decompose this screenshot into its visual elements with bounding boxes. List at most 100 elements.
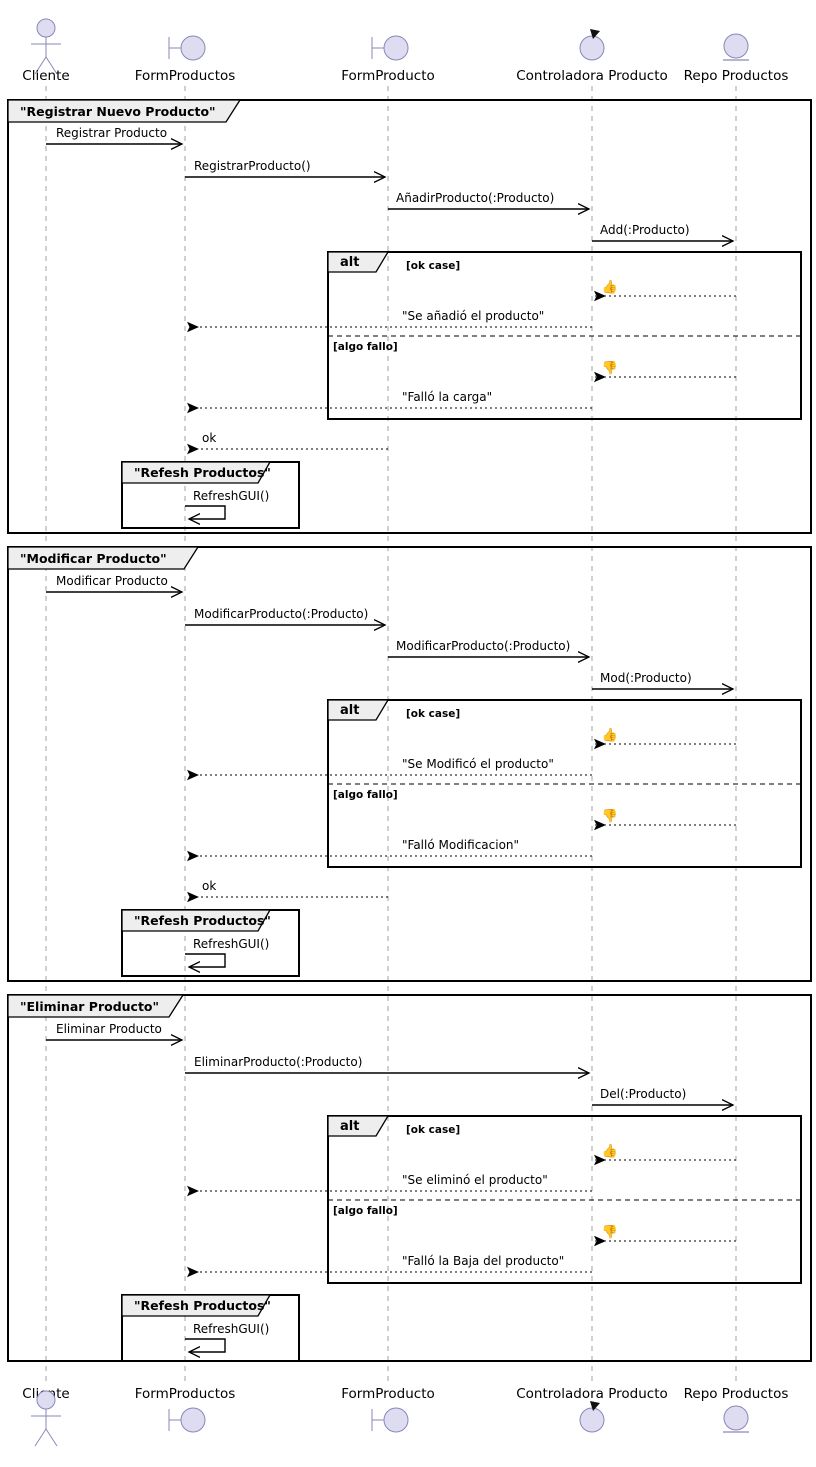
alt-eliminar-guard-0: [ok case] xyxy=(406,1124,460,1136)
participant-formproducto[interactable]: FormProducto xyxy=(341,35,435,84)
alt-registrar: alt [ok case] 👍 "Se añadió el producto" [alg… xyxy=(187,251,802,420)
participant-footer-label-formproductos: FormProductos xyxy=(135,1386,236,1402)
message-label-m20: EliminarProducto(:Producto) xyxy=(194,1055,362,1069)
alt-registrar-guard-0: [ok case] xyxy=(406,260,460,272)
participant-label-repo: Repo Productos xyxy=(684,68,789,84)
alt-registrar-operator-header xyxy=(327,251,390,273)
alt-eliminar-operator: alt xyxy=(340,1119,359,1134)
control-arrow-icon xyxy=(590,1401,600,1411)
message-label-m1: Registrar Producto xyxy=(56,126,167,140)
participants-header: Cliente FormProductos FormProducto Controla… xyxy=(22,18,789,84)
alt-eliminar-guard-1: [algo fallo] xyxy=(333,1205,398,1217)
frame-eliminar-box[interactable] xyxy=(7,994,812,1362)
self-message-label-frame-refresh-2: RefreshGUI() xyxy=(193,937,269,951)
message-label-m4: Add(:Producto) xyxy=(600,223,690,237)
alt-registrar-guard-1: [algo fallo] xyxy=(333,341,398,353)
actor-leg-left-icon xyxy=(34,56,47,75)
actor-leg-left-icon xyxy=(34,1428,47,1447)
boundary-circle-icon xyxy=(383,1407,409,1433)
message-label-m6: "Se añadió el producto" xyxy=(402,309,544,323)
message-label-m12: ModificarProducto(:Producto) xyxy=(396,639,570,653)
alt-modificar: alt [ok case] 👍 "Se Modificó el producto" [a… xyxy=(187,699,802,868)
message-label-m10: Modificar Producto xyxy=(56,574,168,588)
message-label-m25: "Falló la Baja del producto" xyxy=(402,1254,564,1268)
frame-refresh-1-title-header xyxy=(121,461,272,484)
thumbs-down-icon: 👎 xyxy=(602,360,618,376)
participant-label-formproductos: FormProductos xyxy=(135,68,236,84)
participant-controladora[interactable]: Controladora Producto xyxy=(516,29,668,84)
boundary-circle-icon xyxy=(180,35,206,61)
thumbs-up-icon: 👍 xyxy=(602,727,618,743)
participants-footer: Cliente FormProductos FormProducto Controla… xyxy=(22,1386,789,1447)
alt-registrar-operator: alt xyxy=(340,255,359,270)
frame-refresh-3-title-header xyxy=(121,1294,272,1317)
message-label-m23: "Se eliminó el producto" xyxy=(402,1173,548,1187)
alt-eliminar: alt [ok case] 👍 "Se eliminó el producto" [al… xyxy=(187,1115,802,1284)
message-label-m8: "Falló la carga" xyxy=(402,390,492,404)
participant-footer-controladora[interactable]: Controladora Producto xyxy=(516,1386,668,1433)
actor-head-icon xyxy=(36,18,56,38)
alt-modificar-operator-header xyxy=(327,699,390,721)
participant-footer-label-controladora: Controladora Producto xyxy=(516,1386,668,1402)
participant-label-controladora: Controladora Producto xyxy=(516,68,668,84)
participant-label-formproducto: FormProducto xyxy=(341,68,435,84)
actor-leg-right-icon xyxy=(45,56,58,75)
boundary-circle-icon xyxy=(180,1407,206,1433)
boundary-circle-icon xyxy=(383,35,409,61)
frame-registrar-box[interactable] xyxy=(7,99,812,534)
actor-leg-right-icon xyxy=(45,1428,58,1447)
message-label-m13: Mod(:Producto) xyxy=(600,671,692,685)
frame-eliminar: "Eliminar Producto"Eliminar ProductoElim… xyxy=(7,994,812,1362)
self-message-arrow-frame-refresh-1[interactable] xyxy=(185,505,226,519)
self-message-label-frame-refresh-1: RefreshGUI() xyxy=(193,489,269,503)
alt-modificar-operator: alt xyxy=(340,703,359,718)
frame-refresh-3-title: "Refesh Productos" xyxy=(134,1298,271,1313)
message-label-m3: AñadirProducto(:Producto) xyxy=(396,191,554,205)
message-label-m21: Del(:Producto) xyxy=(600,1087,686,1101)
entity-circle-icon xyxy=(723,33,749,59)
entity-circle-icon xyxy=(723,1405,749,1431)
thumbs-up-icon: 👍 xyxy=(602,279,618,295)
participant-cliente[interactable]: Cliente xyxy=(22,18,70,84)
participant-footer-repo[interactable]: Repo Productos xyxy=(684,1386,789,1433)
frame-refresh-2-title-header xyxy=(121,909,272,932)
thumbs-down-icon: 👎 xyxy=(602,808,618,824)
participant-footer-label-repo: Repo Productos xyxy=(684,1386,789,1402)
alt-modificar-guard-1: [algo fallo] xyxy=(333,789,398,801)
message-label-m18: ok xyxy=(202,879,216,893)
frame-eliminar-title-header xyxy=(7,994,185,1018)
participant-formproductos[interactable]: FormProductos xyxy=(135,35,236,84)
participant-footer-cliente[interactable]: Cliente xyxy=(22,1386,70,1447)
frame-modificar-title: "Modificar Producto" xyxy=(20,551,167,566)
self-message-arrow-frame-refresh-3[interactable] xyxy=(185,1338,226,1352)
frame-refresh-2: "Refesh Productos" RefreshGUI() xyxy=(121,909,300,977)
control-circle-icon xyxy=(579,35,605,61)
actor-head-icon xyxy=(36,1390,56,1410)
frame-modificar-title-header xyxy=(7,546,200,570)
lifelines xyxy=(45,86,737,1384)
frame-modificar-box[interactable] xyxy=(7,546,812,982)
participant-footer-label-formproducto: FormProducto xyxy=(341,1386,435,1402)
frame-eliminar-title: "Eliminar Producto" xyxy=(20,999,159,1014)
frame-registrar-title-header xyxy=(7,99,242,123)
alt-eliminar-operator-header xyxy=(327,1115,390,1137)
participant-label-cliente: Cliente xyxy=(22,68,69,84)
participant-repo[interactable]: Repo Productos xyxy=(684,33,789,84)
frame-refresh-1-title: "Refesh Productos" xyxy=(134,465,271,480)
message-label-m11: ModificarProducto(:Producto) xyxy=(194,607,368,621)
frame-refresh-3: "Refesh Productos" RefreshGUI() xyxy=(121,1294,300,1362)
participant-footer-formproducto[interactable]: FormProducto xyxy=(341,1386,435,1433)
self-message-label-frame-refresh-3: RefreshGUI() xyxy=(193,1322,269,1336)
control-circle-icon xyxy=(579,1407,605,1433)
frame-refresh-2-title: "Refesh Productos" xyxy=(134,913,271,928)
thumbs-up-icon: 👍 xyxy=(602,1143,618,1159)
participant-footer-formproductos[interactable]: FormProductos xyxy=(135,1386,236,1433)
self-message-arrow-frame-refresh-2[interactable] xyxy=(185,953,226,967)
frame-registrar: "Registrar Nuevo Producto"Registrar Prod… xyxy=(7,99,812,534)
message-label-m15: "Se Modificó el producto" xyxy=(402,757,554,771)
message-label-m17: "Falló Modificacion" xyxy=(402,838,519,852)
alt-modificar-guard-0: [ok case] xyxy=(406,708,460,720)
